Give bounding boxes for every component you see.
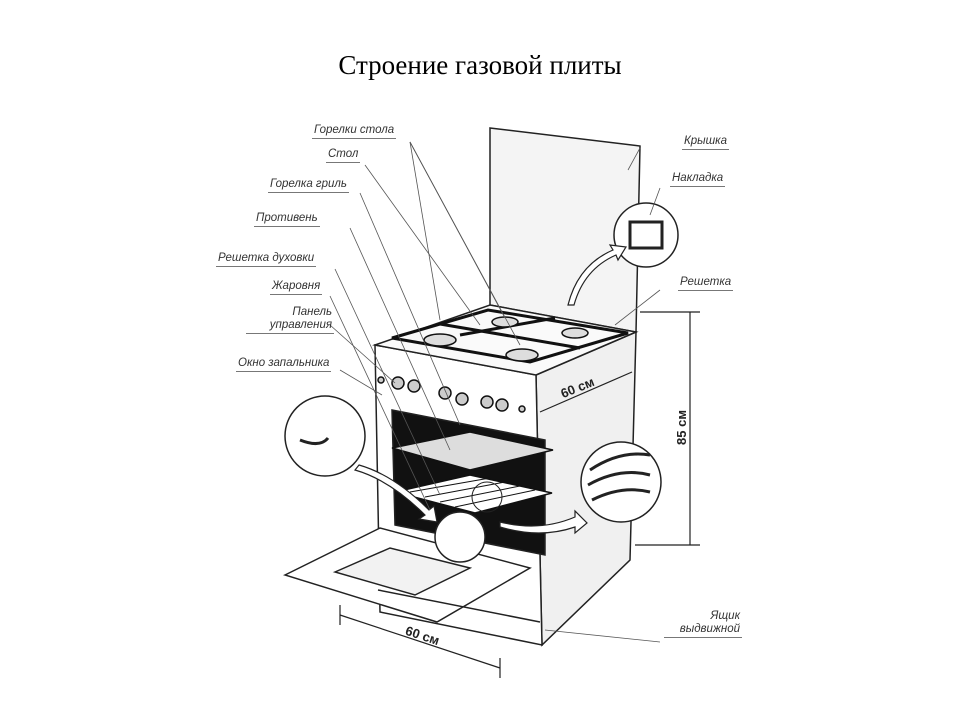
label-baking-tray: Противень [254,212,320,227]
oven-rack [394,474,553,514]
dimension-height: 85 см [673,410,689,445]
label-roasting-pan: Жаровня [270,280,323,295]
control-knobs [377,376,526,413]
label-cooktop-burners: Горелки стола [312,124,397,139]
ignition-window-zoom [284,395,366,477]
door-window [332,547,473,596]
cap-detail-zoom [613,202,679,268]
burners [423,316,589,362]
detail-arrows [353,244,627,535]
label-table: Стол [326,148,361,163]
label-grill-burner: Горелка гриль [268,178,349,193]
dimension-lines [339,311,700,678]
label-cap: Накладка [670,172,726,187]
label-control-panel: Панель управления [246,306,334,334]
rack-detail-zoom [434,511,486,563]
label-ignition-window: Окно запальника [236,357,332,372]
label-drawer: Ящик выдвижной [664,610,742,638]
label-oven-rack: Решетка духовки [216,252,317,267]
leader-lines [329,141,661,643]
label-grate: Решетка [678,276,734,291]
label-lid: Крышка [682,135,730,150]
page-title: Строение газовой плиты [338,50,622,80]
